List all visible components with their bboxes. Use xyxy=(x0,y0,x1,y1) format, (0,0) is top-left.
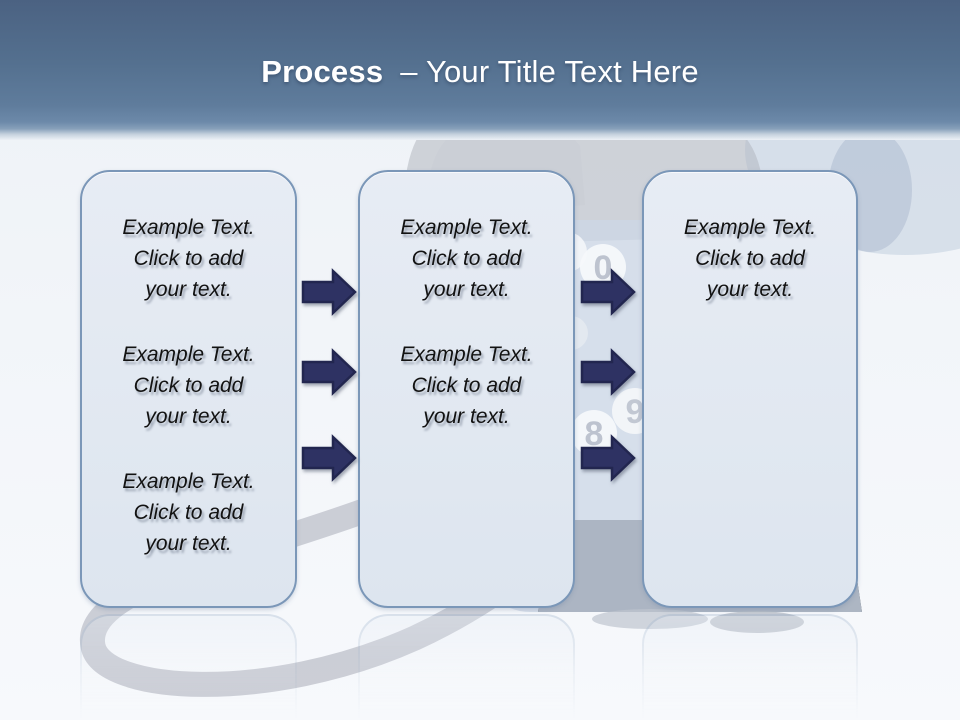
process-box-1: Example Text. Click to add your text. Ex… xyxy=(80,170,297,608)
box-3-reflection xyxy=(642,614,858,720)
keypad-button-0: 0 xyxy=(580,244,626,290)
example-text: Example Text. Click to add your text. xyxy=(683,216,817,301)
example-text: Example Text. Click to add your text. xyxy=(122,343,255,428)
keypad-button-8: 8 xyxy=(571,410,617,456)
title-band: Process – Your Title Text Here xyxy=(0,0,960,140)
base-shadow xyxy=(592,609,708,629)
example-text: Example Text. Click to add your text. xyxy=(400,216,533,301)
base-shadow xyxy=(710,611,804,633)
process-box-3: Example Text. Click to add your text. xyxy=(642,170,858,608)
keypad-digit: 8 xyxy=(585,415,604,453)
example-text: Example Text. Click to add your text. xyxy=(122,470,255,555)
box-reflections xyxy=(0,612,960,720)
keypad-digit: 0 xyxy=(594,249,613,287)
keypad-digit: 9 xyxy=(626,393,645,431)
process-box-2: Example Text. Click to add your text. Ex… xyxy=(358,170,575,608)
box-1-reflection xyxy=(80,614,297,720)
box-2-reflection xyxy=(358,614,575,720)
example-text: Example Text. Click to add your text. xyxy=(122,216,255,301)
title-keyword: Process xyxy=(261,54,384,89)
slide-title: Process – Your Title Text Here xyxy=(0,54,960,90)
example-text: Example Text. Click to add your text. xyxy=(400,343,533,428)
title-text: – Your Title Text Here xyxy=(400,54,699,89)
